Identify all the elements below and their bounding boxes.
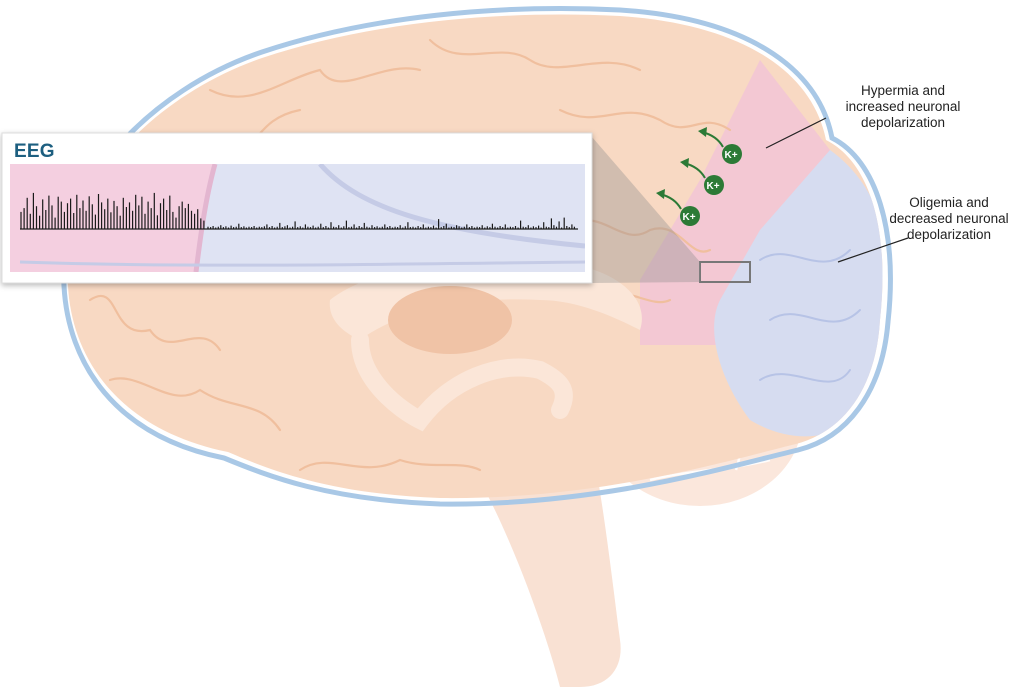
label-oligo-line-1: decreased neuronal — [889, 211, 1009, 226]
oligemia-zone — [714, 150, 883, 437]
label-oligo-line-2: depolarization — [906, 227, 992, 242]
ion-label: K+ — [724, 150, 737, 161]
hyperemia-zone — [640, 60, 830, 345]
label-hyper-line-2: depolarization — [860, 115, 946, 130]
focus-box — [699, 261, 751, 283]
potassium-ion: K+ — [656, 189, 700, 226]
zoom-projection — [592, 137, 700, 283]
arrow-head — [680, 158, 689, 168]
arrow-head — [656, 189, 665, 199]
thalamus — [388, 286, 512, 354]
potassium-ion: K+ — [680, 158, 724, 195]
ion-label: K+ — [706, 181, 719, 192]
oligo-leader-line — [837, 237, 909, 263]
arrow-head — [698, 127, 707, 137]
potassium-ions: K+ K+ K+ — [656, 127, 742, 226]
ion-circle — [704, 175, 724, 195]
ion-circle — [680, 206, 700, 226]
label-oligo-line-0: Oligemia and — [909, 195, 989, 210]
ion-circle — [722, 144, 742, 164]
label-hyper-line-0: Hypermia and — [860, 83, 946, 98]
eeg-title: EEG — [14, 141, 55, 162]
potassium-ion: K+ — [698, 127, 742, 164]
hyper-leader-line — [765, 117, 827, 149]
eeg-trace — [20, 192, 578, 230]
eeg-panel — [1, 132, 593, 284]
label-hyper-line-1: increased neuronal — [845, 99, 961, 114]
ion-label: K+ — [682, 212, 695, 223]
